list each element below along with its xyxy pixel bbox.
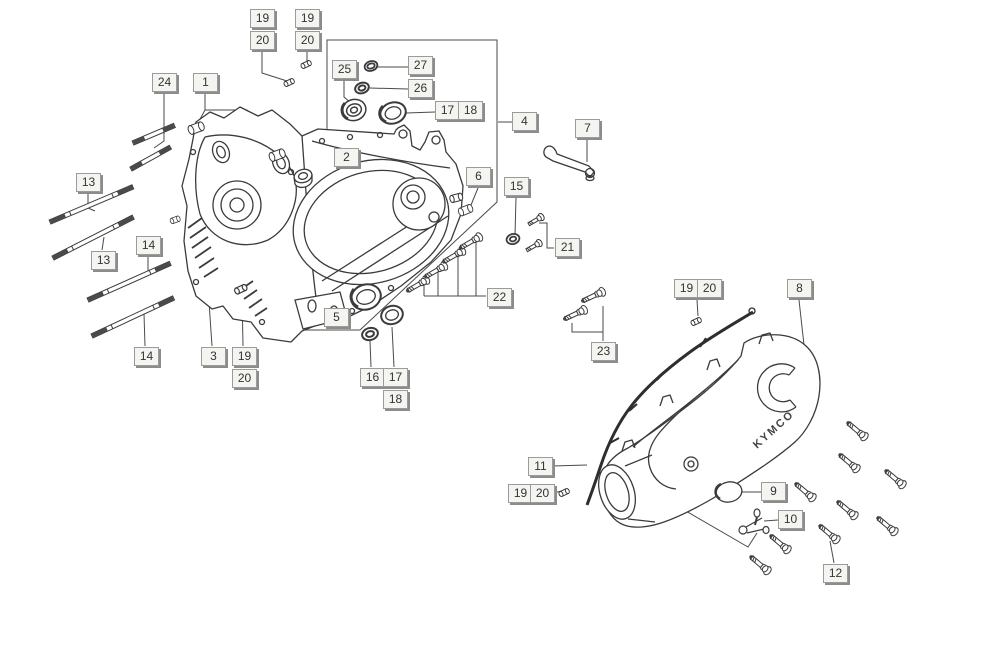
callout-17-top: 17 [435,101,460,120]
crankcase-drawing [169,106,464,343]
callout-18-bottom: 18 [383,390,408,409]
nut-16 [361,326,379,342]
callout-14-b: 14 [134,347,159,366]
nut-2 [293,168,313,189]
stud-24-a [131,122,176,146]
bolt-23-1 [579,285,608,307]
hardware-group [186,59,909,577]
callout-21: 21 [555,238,580,257]
callout-13-a: 13 [76,173,101,192]
callout-26: 26 [408,79,433,98]
callout-13-b: 13 [91,251,116,270]
callout-4: 4 [512,112,537,131]
bracket-7 [543,145,596,182]
callout-16: 16 [360,368,385,387]
callout-27: 27 [408,56,433,75]
callout-25: 25 [332,60,357,79]
nut-26 [354,81,370,95]
nut-15 [505,232,521,246]
stud-group [48,122,176,339]
callout-10: 10 [778,510,803,529]
callout-2: 2 [334,148,359,167]
callout-19-top-a: 19 [250,9,275,28]
seal-17-18-top [378,101,407,125]
callout-19-top-b: 19 [295,9,320,28]
belt-cover-drawing: KYMCO [598,332,821,528]
callout-20-cover-top: 20 [697,279,722,298]
callout-20-top-a: 20 [250,31,275,50]
callout-7: 7 [575,119,600,138]
callout-20-top-b: 20 [295,31,320,50]
callout-12: 12 [823,564,848,583]
callout-11: 11 [528,457,553,476]
callout-22: 22 [487,288,512,307]
stud-24-b [129,144,172,172]
seal-17-bottom [380,304,404,326]
callout-1: 1 [193,73,218,92]
seal-5 [349,283,382,311]
stud-14-b [90,295,175,339]
callout-19-bottom: 19 [232,347,257,366]
bolt-12-9 [746,552,774,577]
callout-24: 24 [152,73,177,92]
cap-9 [714,481,743,503]
bolt-23-2 [561,303,590,325]
callout-17-bottom: 17 [383,368,408,387]
callout-23: 23 [591,342,616,361]
bolt-12-6 [873,513,901,538]
callout-19-cover-left: 19 [508,484,533,503]
screw-21-b [524,237,544,255]
bearing-25 [340,98,367,122]
pin-19-20-cover-left [557,487,571,498]
callout-6: 6 [466,167,491,186]
callout-18-top: 18 [458,101,483,120]
bolt-12-5 [833,497,861,522]
callout-20-bottom: 20 [232,369,257,388]
bolt-12-8 [766,531,794,556]
callout-20-cover-left: 20 [530,484,555,503]
bolt-12-7 [815,521,843,546]
callout-5: 5 [324,308,349,327]
pin-19-20-top-a [282,77,296,88]
gasket-drawing [585,307,756,506]
bolt-12-1 [843,418,871,443]
bolt-12-4 [791,479,819,504]
clamp-10 [738,508,770,535]
pin-19-20-top-b [299,59,313,70]
callout-19-cover-top: 19 [674,279,699,298]
callout-14-a: 14 [136,236,161,255]
callout-3: 3 [201,347,226,366]
callout-15: 15 [504,177,529,196]
pin-19-20-cover-top [689,316,703,327]
callout-8: 8 [787,279,812,298]
screw-21-a [526,211,546,229]
bolt-12-3 [881,466,909,491]
oring-27 [363,60,379,72]
callout-9: 9 [761,482,786,501]
leader-frame-part4 [263,39,498,331]
bolt-12-2 [835,450,863,475]
